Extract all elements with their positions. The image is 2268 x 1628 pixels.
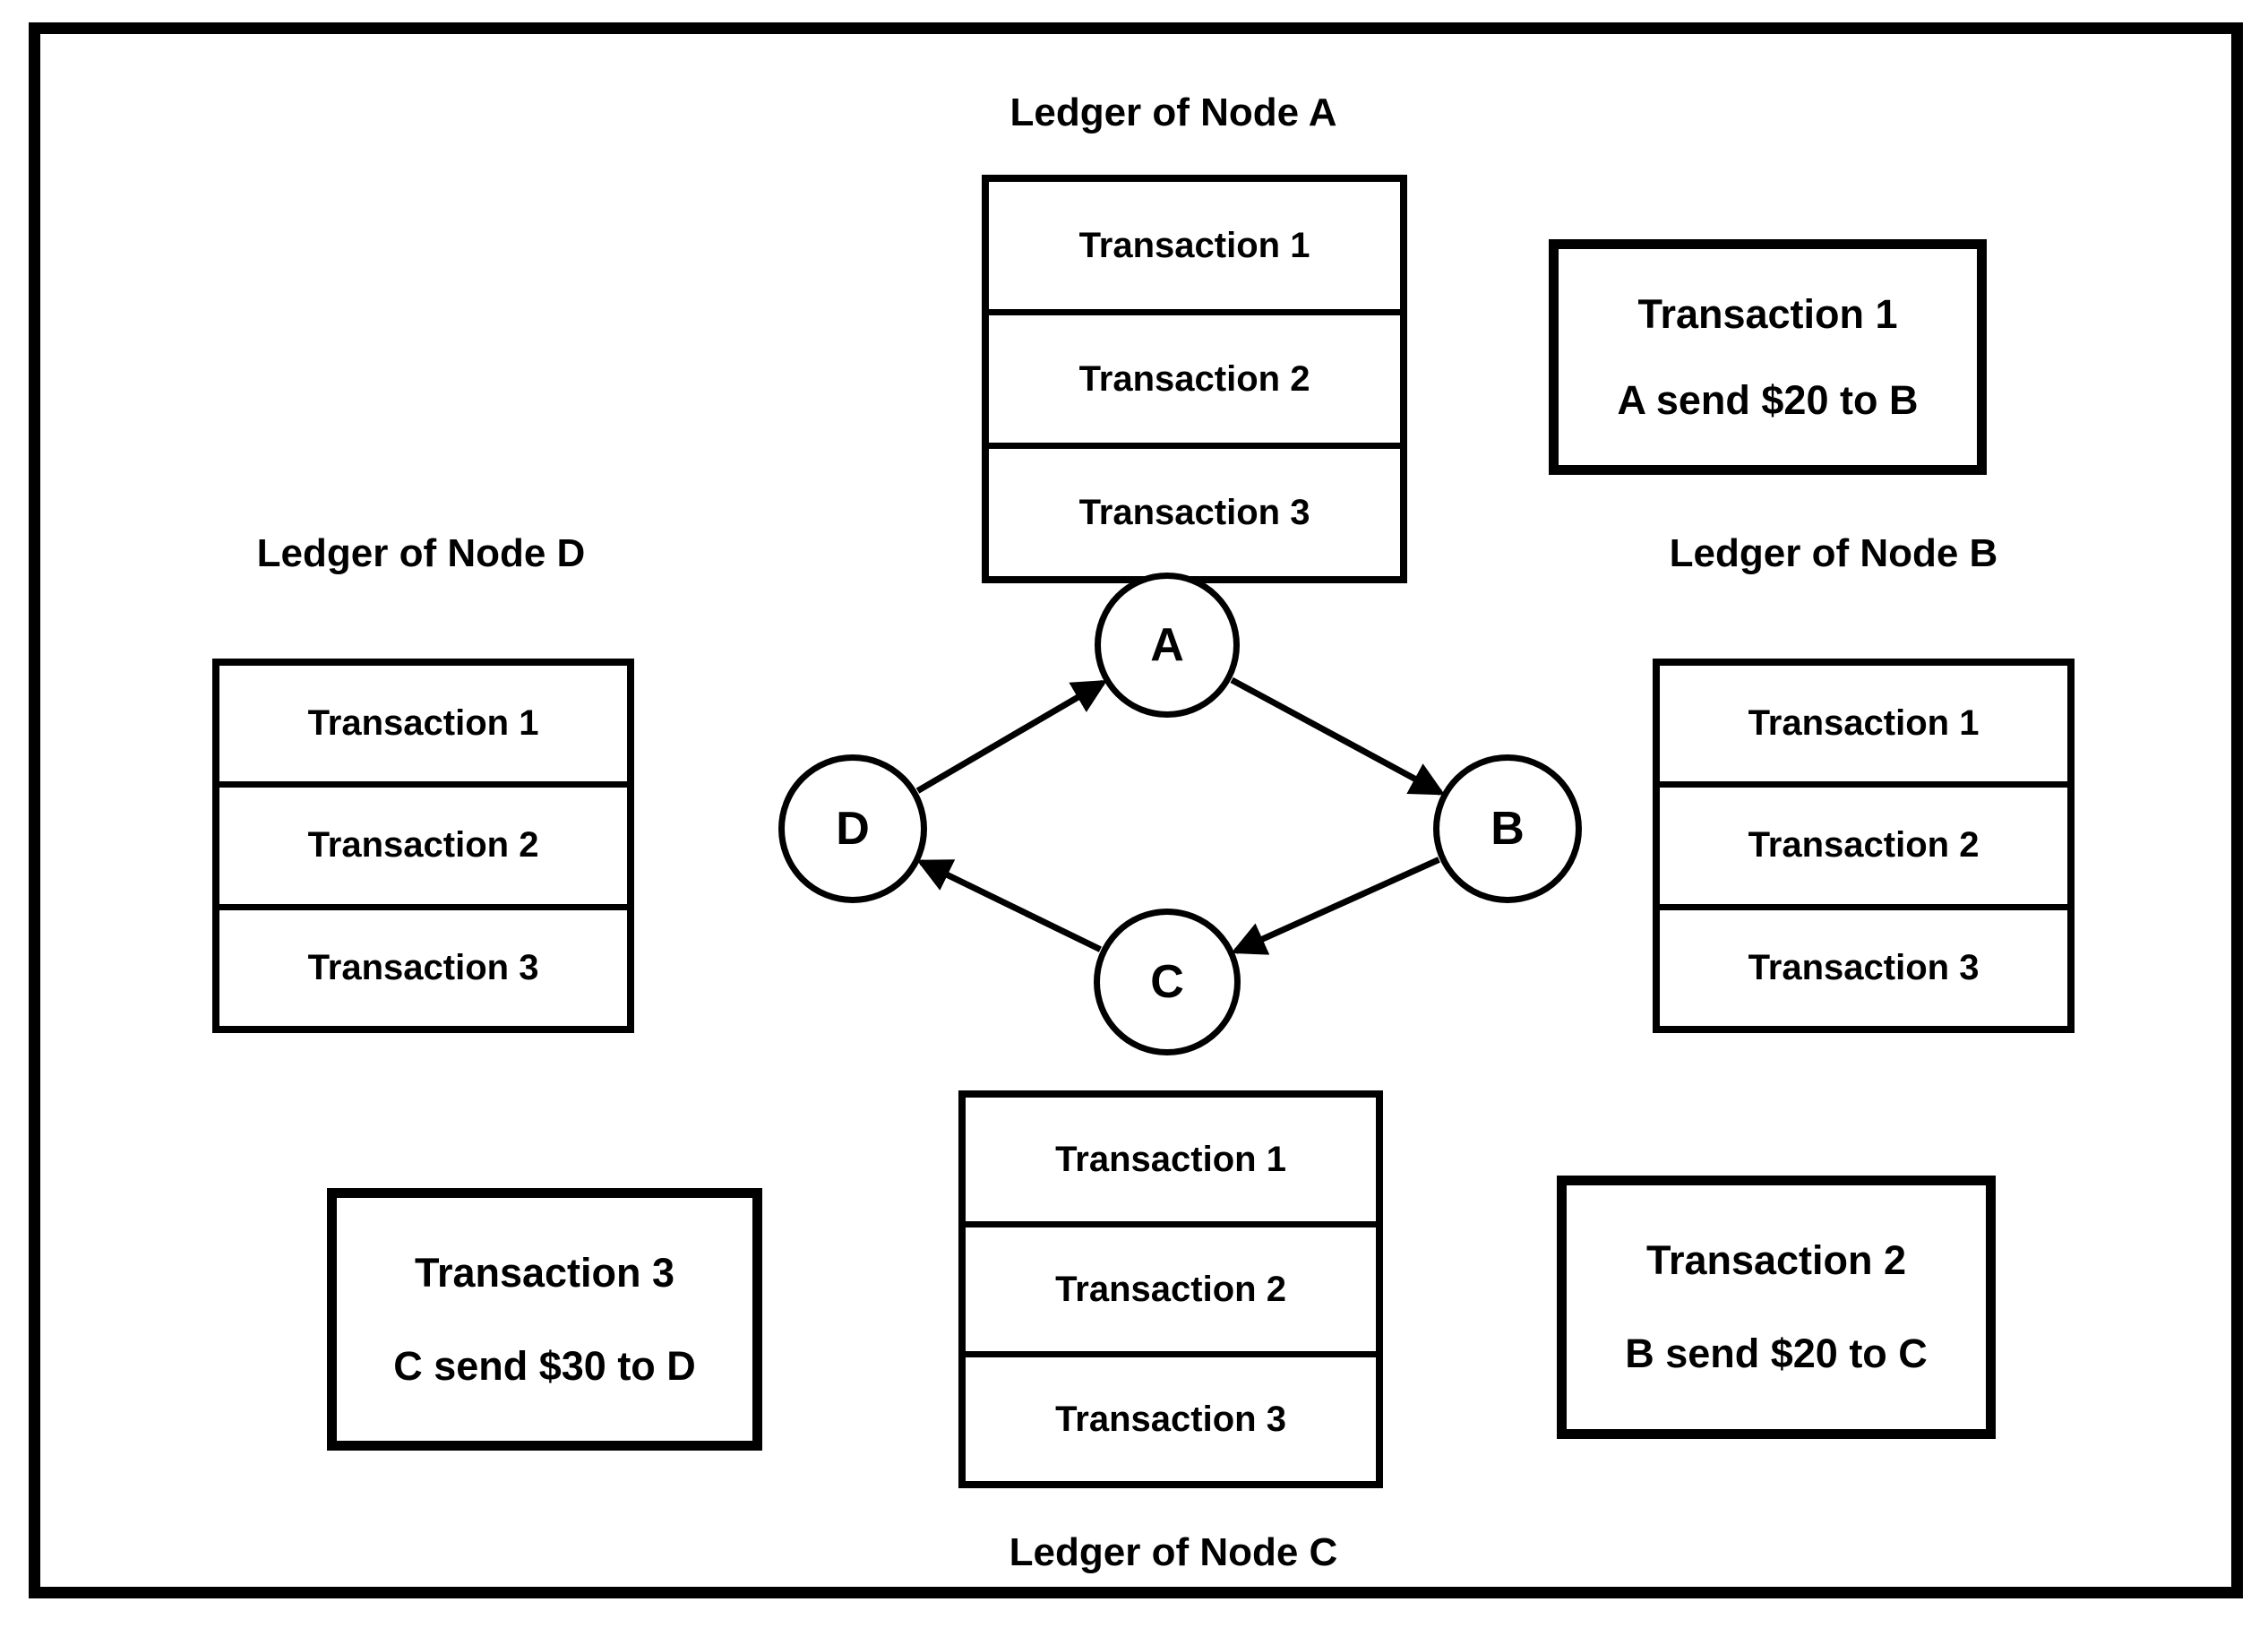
- ledger-a-row-1: Transaction 1: [989, 182, 1400, 315]
- node-a-label: A: [1150, 619, 1184, 671]
- transaction-3-box: Transaction 3 C send $30 to D: [327, 1188, 762, 1451]
- ledger-d-box: Transaction 1 Transaction 2 Transaction …: [212, 659, 634, 1033]
- ledger-d-row-1: Transaction 1: [219, 666, 627, 788]
- transaction-1-detail: A send $20 to B: [1617, 376, 1919, 423]
- ledger-b-title: Ledger of Node B: [1669, 531, 1998, 575]
- ledger-b-box: Transaction 1 Transaction 2 Transaction …: [1653, 659, 2075, 1033]
- transaction-1-title: Transaction 1: [1637, 290, 1898, 337]
- node-c: C: [1094, 909, 1241, 1055]
- outer-border: [29, 22, 2243, 1598]
- ledger-b-row-3: Transaction 3: [1748, 947, 1980, 987]
- ledger-c-row-1: Transaction 1: [966, 1098, 1376, 1227]
- ledger-d-row-3: Transaction 3: [307, 947, 539, 987]
- node-b-label: B: [1491, 803, 1525, 855]
- ledger-a-box: Transaction 1 Transaction 2 Transaction …: [982, 175, 1407, 583]
- ledger-b-row-1: Transaction 1: [1660, 666, 2067, 788]
- transaction-1-box: Transaction 1 A send $20 to B: [1549, 239, 1987, 475]
- ledger-d-row-2: Transaction 2: [219, 788, 627, 910]
- ledger-c-box: Transaction 1 Transaction 2 Transaction …: [958, 1090, 1383, 1488]
- node-c-label: C: [1150, 956, 1184, 1008]
- transaction-2-box: Transaction 2 B send $20 to C: [1557, 1176, 1996, 1439]
- ledger-a-row-2: Transaction 2: [989, 315, 1400, 449]
- transaction-2-detail: B send $20 to C: [1625, 1331, 1928, 1376]
- ledger-d-title: Ledger of Node D: [256, 531, 586, 575]
- transaction-3-detail: C send $30 to D: [393, 1342, 696, 1389]
- ledger-a-title: Ledger of Node A: [1009, 90, 1337, 134]
- node-b: B: [1433, 754, 1582, 903]
- ledger-c-title: Ledger of Node C: [1009, 1530, 1338, 1574]
- transaction-3-title: Transaction 3: [414, 1249, 675, 1296]
- ledger-c-row-3: Transaction 3: [1055, 1399, 1286, 1439]
- ledger-b-row-2: Transaction 2: [1660, 788, 2067, 910]
- node-a: A: [1095, 573, 1240, 718]
- ledger-a-row-3: Transaction 3: [1078, 492, 1310, 532]
- node-d-label: D: [836, 803, 870, 855]
- ledger-c-row-2: Transaction 2: [966, 1227, 1376, 1357]
- transaction-2-title: Transaction 2: [1645, 1237, 1907, 1283]
- node-d: D: [778, 754, 927, 903]
